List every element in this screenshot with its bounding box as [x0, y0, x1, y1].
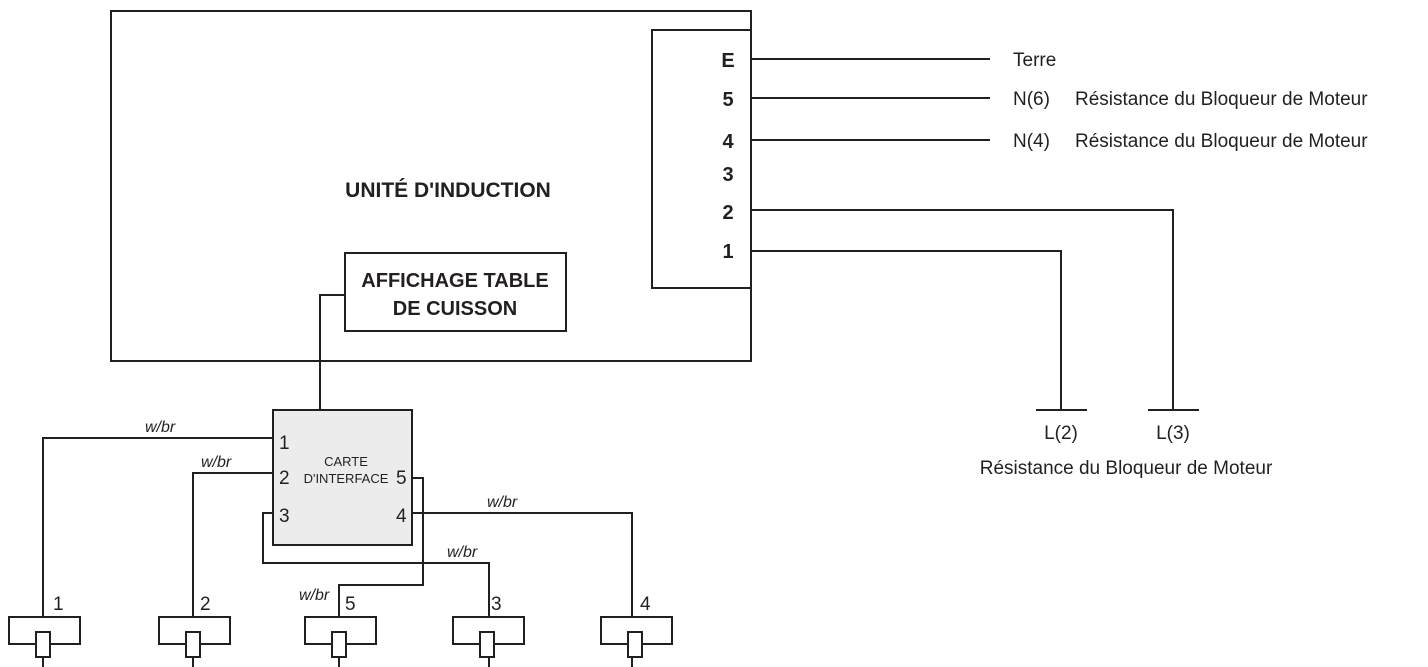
card-pin-2: 2 — [279, 468, 290, 489]
wire-pin-5 — [338, 477, 424, 617]
terminal-label-e: E — [721, 50, 734, 72]
wire-terminal-1 — [751, 250, 1062, 410]
wire-pin-4 — [412, 512, 633, 617]
card-pin-5: 5 — [396, 468, 407, 489]
wire-label-2: w/br — [201, 454, 232, 471]
n4-label: N(4) — [1013, 131, 1050, 152]
element-1: 1 — [8, 594, 81, 667]
induction-unit-title: UNITÉ D'INDUCTION — [345, 179, 551, 202]
l3-label: L(3) — [1156, 423, 1190, 444]
element-3: 3 — [452, 594, 525, 667]
terminal-label-5: 5 — [722, 89, 733, 111]
terminal-block — [651, 29, 752, 289]
wire-pin-3 — [262, 512, 490, 617]
element-label-4: 4 — [640, 594, 651, 615]
l2-label: L(2) — [1044, 423, 1078, 444]
element-label-2: 2 — [200, 594, 211, 615]
terminal-label-4: 4 — [722, 131, 734, 153]
wire-label-4: w/br — [487, 494, 518, 511]
cooktop-display-line2: DE CUISSON — [393, 298, 517, 320]
element-4: 4 — [600, 594, 673, 667]
element-label-3: 3 — [491, 594, 502, 615]
element-2: 2 — [158, 594, 231, 667]
wire-label-3: w/br — [447, 544, 478, 561]
element-5: 5 — [304, 594, 377, 667]
cooktop-display-line1: AFFICHAGE TABLE — [361, 270, 548, 292]
wire-pin-2 — [192, 472, 273, 617]
card-pin-3: 3 — [279, 506, 290, 527]
terminal-label-3: 3 — [722, 164, 733, 186]
wire-label-5: w/br — [299, 587, 330, 604]
interface-card-line2: D'INTERFACE — [304, 471, 389, 486]
wire-label-1: w/br — [145, 419, 176, 436]
wire-terminal-2 — [751, 209, 1174, 410]
interface-card-line1: CARTE — [324, 454, 368, 469]
element-label-5: 5 — [345, 594, 356, 615]
ground-caption: Résistance du Bloqueur de Moteur — [980, 458, 1273, 479]
element-label-1: 1 — [53, 594, 64, 615]
terminal-label-2: 2 — [722, 202, 733, 224]
card-pin-4: 4 — [396, 506, 407, 527]
wire-pin-1 — [42, 437, 273, 617]
resistance-label-1: Résistance du Bloqueur de Moteur — [1075, 89, 1368, 110]
earth-label: Terre — [1013, 50, 1056, 71]
terminal-label-1: 1 — [722, 241, 733, 263]
resistance-label-2: Résistance du Bloqueur de Moteur — [1075, 131, 1368, 152]
wire-display-to-card — [319, 294, 345, 410]
cooktop-display-box — [344, 252, 567, 332]
card-pin-1: 1 — [279, 433, 290, 454]
n6-label: N(6) — [1013, 89, 1050, 110]
